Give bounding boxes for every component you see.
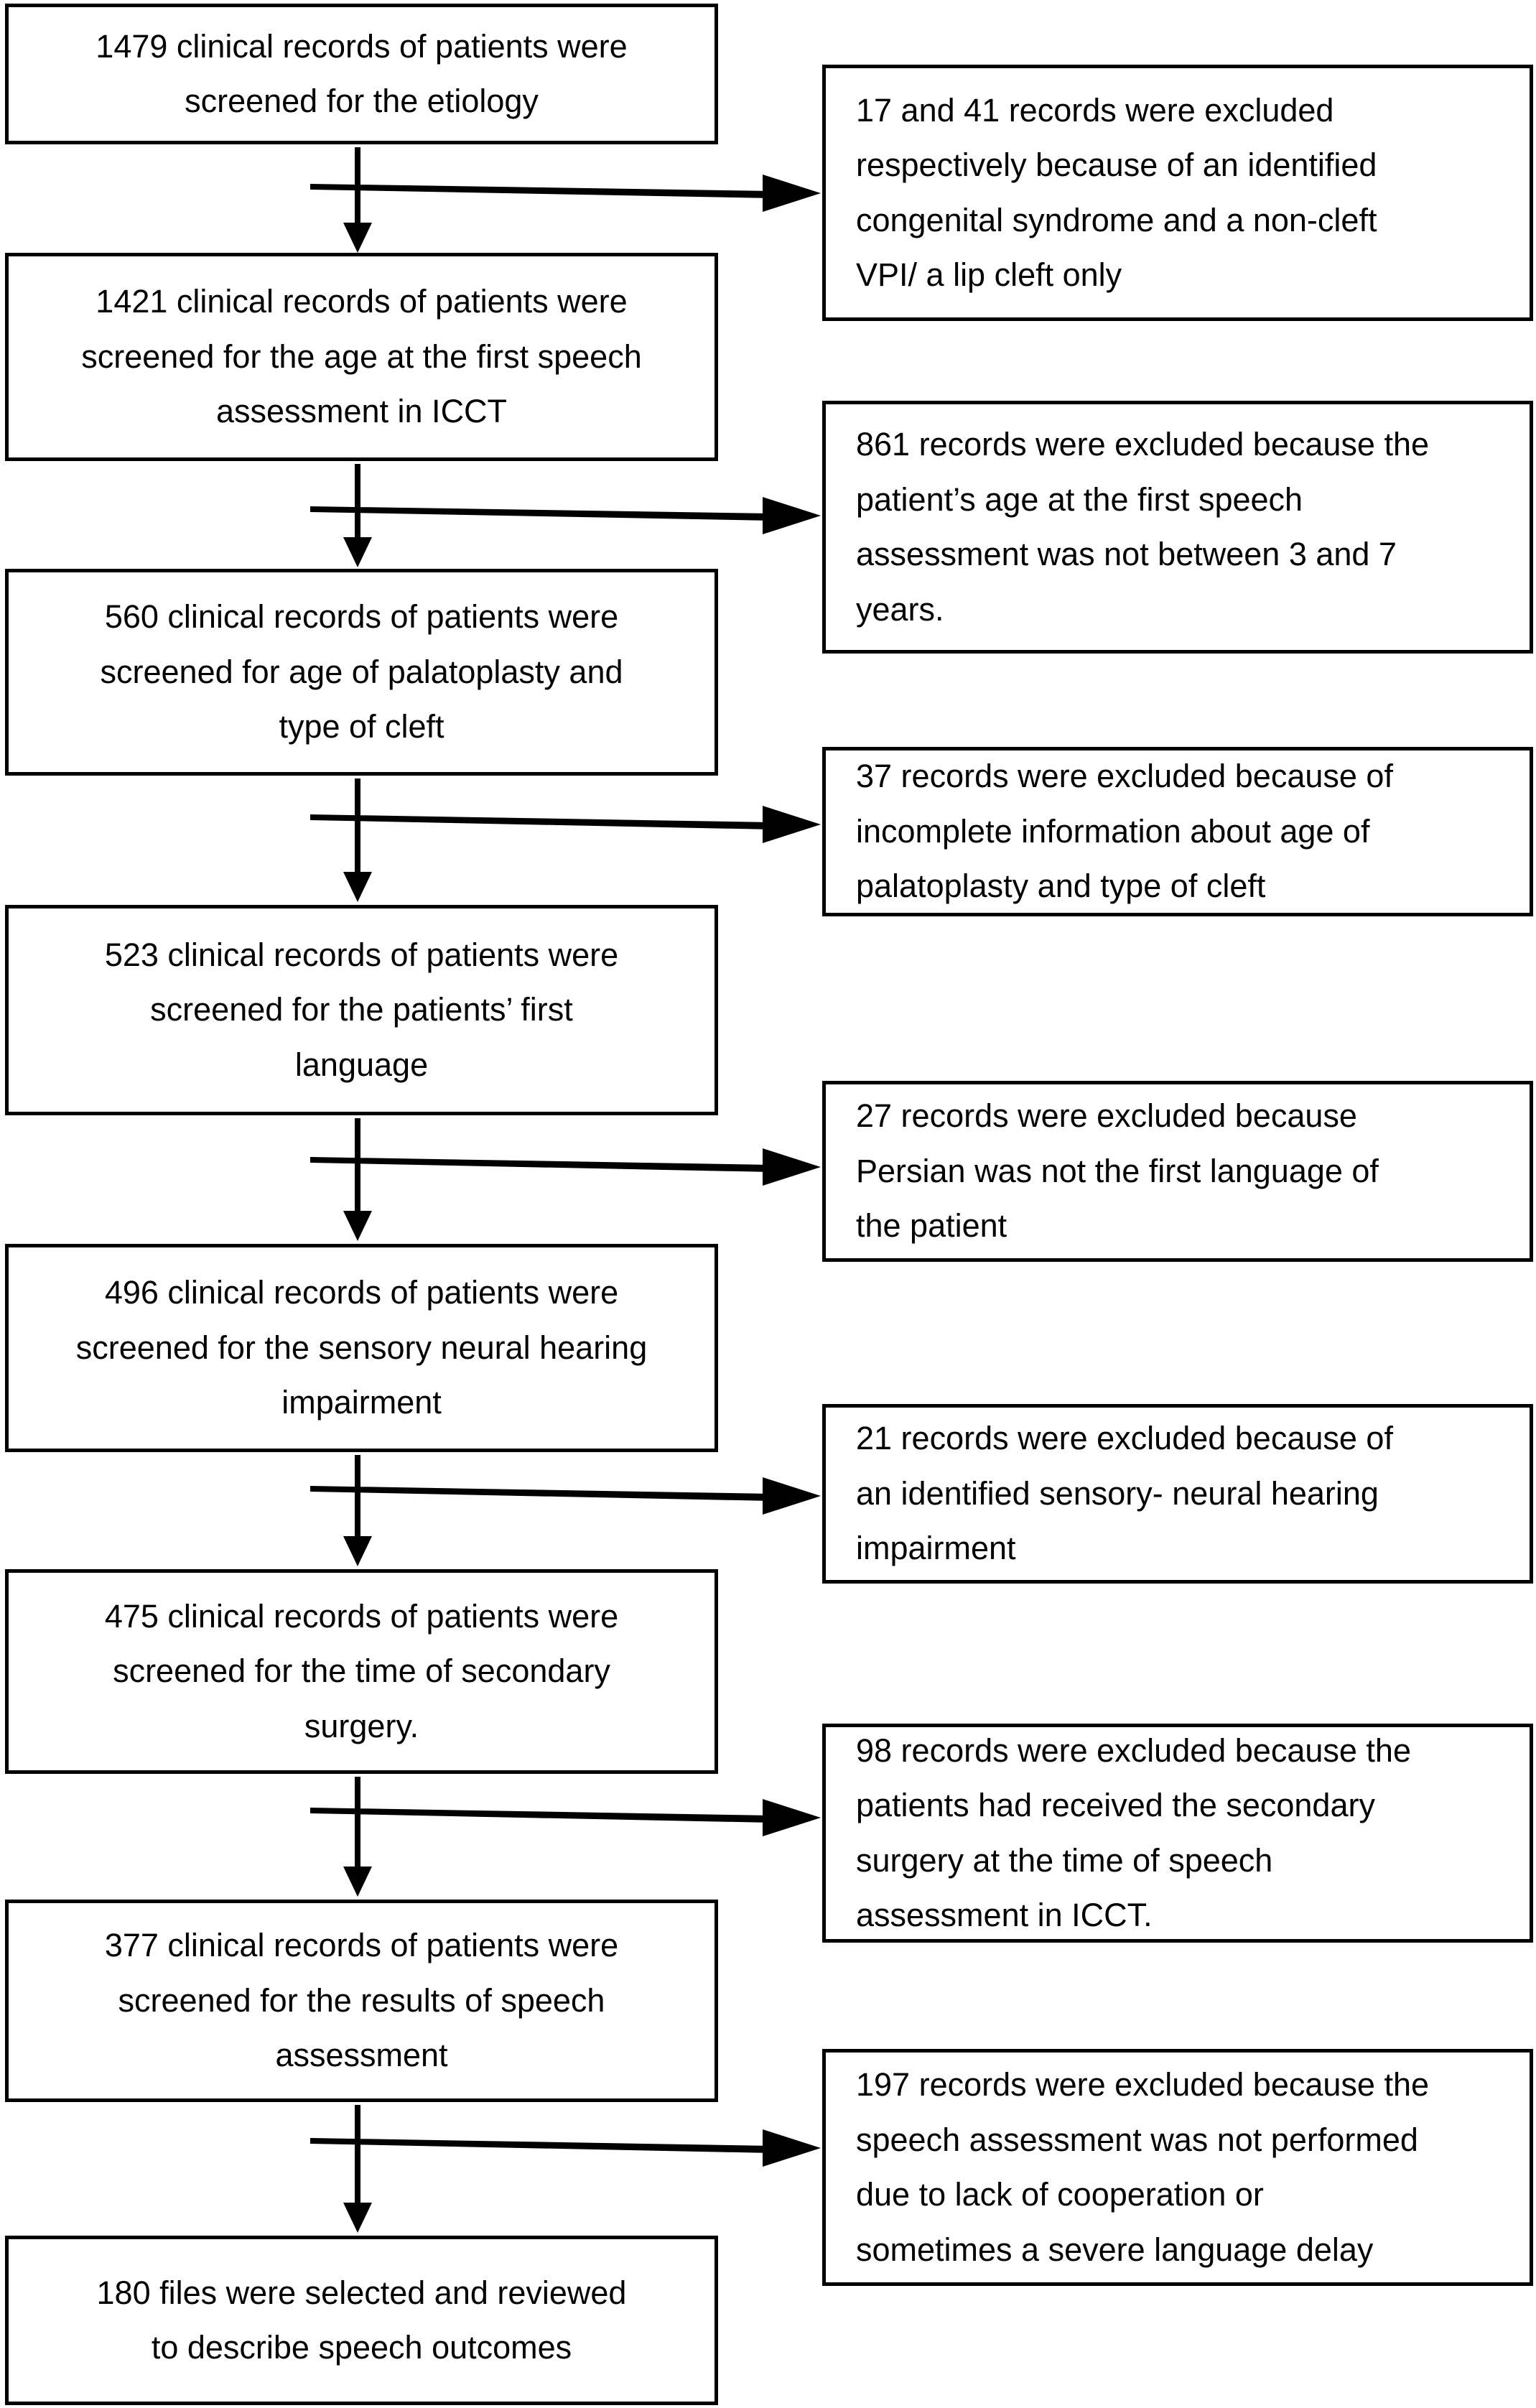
flow-node-1-label: 1479 clinical records of patients were s… (96, 27, 628, 120)
flow-node-6-label: 475 clinical records of patients were sc… (104, 1597, 619, 1744)
side-arrow-e1 (310, 175, 821, 212)
flow-node-3: 560 clinical records of patients were sc… (5, 569, 718, 776)
flow-node-5-label: 496 clinical records of patients were sc… (75, 1274, 648, 1421)
exclusion-node-7: 197 records were excluded because the sp… (822, 2049, 1533, 2286)
flow-node-4-label: 523 clinical records of patients were sc… (104, 936, 619, 1083)
exclusion-node-5-label: 21 records were excluded because of an i… (856, 1420, 1393, 1567)
exclusion-node-3: 37 records were excluded because of inco… (822, 747, 1533, 916)
side-arrow-e3 (310, 806, 821, 843)
exclusion-node-1-label: 17 and 41 records were excluded respecti… (856, 91, 1377, 294)
down-arrow-n7-n8 (343, 2105, 372, 2233)
exclusion-node-3-label: 37 records were excluded because of inco… (856, 758, 1393, 905)
flow-node-7-label: 377 clinical records of patients were sc… (104, 1927, 619, 2074)
exclusion-node-6: 98 records were excluded because the pat… (822, 1724, 1533, 1943)
exclusion-node-6-label: 98 records were excluded because the pat… (856, 1731, 1411, 1934)
down-arrow-n6-n7 (343, 1777, 372, 1897)
flow-node-6: 475 clinical records of patients were sc… (5, 1569, 718, 1774)
flow-node-2: 1421 clinical records of patients were s… (5, 253, 718, 461)
flow-node-3-label: 560 clinical records of patients were sc… (100, 598, 623, 745)
flow-node-1: 1479 clinical records of patients were s… (5, 4, 718, 144)
side-arrow-e4 (310, 1148, 821, 1186)
down-arrow-n2-n3 (343, 464, 372, 567)
flow-node-7: 377 clinical records of patients were sc… (5, 1900, 718, 2102)
down-arrow-n1-n2 (343, 147, 372, 253)
side-arrow-e2 (310, 497, 821, 534)
flow-node-5: 496 clinical records of patients were sc… (5, 1244, 718, 1452)
side-arrow-e5 (310, 1477, 821, 1515)
exclusion-node-4-label: 27 records were excluded because Persian… (856, 1097, 1379, 1245)
exclusion-node-7-label: 197 records were excluded because the sp… (856, 2066, 1430, 2268)
flow-node-8: 180 files were selected and reviewed to … (5, 2236, 718, 2405)
down-arrow-n3-n4 (343, 778, 372, 902)
side-arrow-e6 (310, 1799, 821, 1836)
exclusion-node-2-label: 861 records were excluded because the pa… (856, 426, 1430, 628)
flow-node-8-label: 180 files were selected and reviewed to … (96, 2274, 627, 2366)
down-arrow-n4-n5 (343, 1118, 372, 1241)
exclusion-node-4: 27 records were excluded because Persian… (822, 1081, 1533, 1262)
exclusion-node-2: 861 records were excluded because the pa… (822, 401, 1533, 654)
side-arrow-e7 (310, 2129, 821, 2167)
flow-node-4: 523 clinical records of patients were sc… (5, 905, 718, 1115)
flow-node-2-label: 1421 clinical records of patients were s… (81, 283, 642, 430)
exclusion-node-1: 17 and 41 records were excluded respecti… (822, 65, 1533, 321)
down-arrow-n5-n6 (343, 1455, 372, 1566)
exclusion-node-5: 21 records were excluded because of an i… (822, 1404, 1533, 1584)
